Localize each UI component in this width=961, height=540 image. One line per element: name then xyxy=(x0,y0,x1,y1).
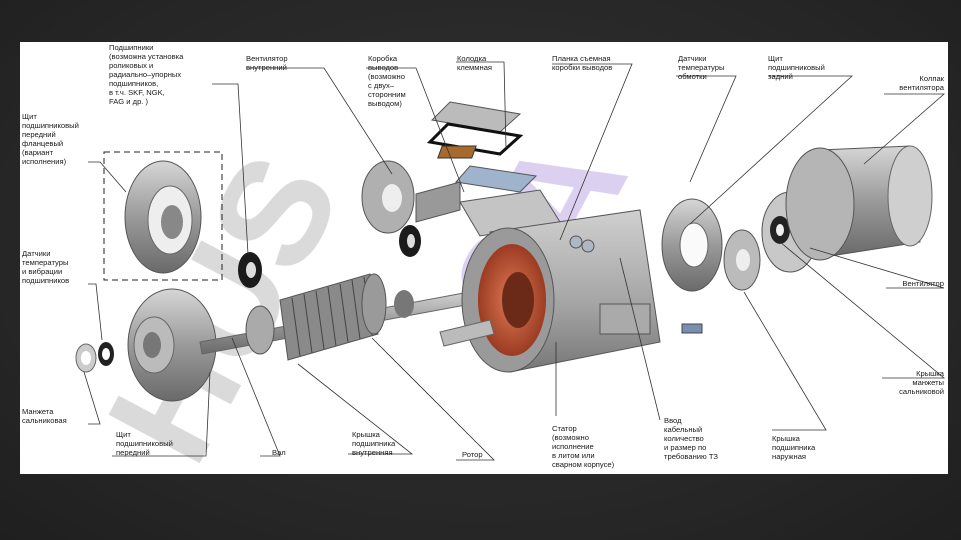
diagram-panel: HUS 2A xyxy=(20,42,948,474)
flange-variant-box xyxy=(103,151,223,281)
label-bearing-sensors: Датчики температуры и вибрации подшипник… xyxy=(22,249,70,285)
label-fan-cowl: Колпак вентилятора xyxy=(899,74,944,92)
seal-washers xyxy=(75,342,114,373)
label-box-plate: Планка съемная коробки выводов xyxy=(552,54,613,72)
label-winding-sensors: Датчики температуры обмотки xyxy=(678,54,725,81)
rotor xyxy=(245,273,414,361)
motor-exploded-view: HUS 2A xyxy=(75,61,946,474)
label-terminal-block: Колодка клеммная xyxy=(457,54,493,72)
label-terminal-box: Коробка выводов (возможно с двух– сторон… xyxy=(368,54,406,108)
label-front-shield: Щит подшипниковый передний xyxy=(116,430,173,457)
nameplate xyxy=(681,323,703,334)
label-seal-cover: Крышка манжеты сальниковой xyxy=(899,369,944,396)
inner-fan xyxy=(361,160,415,234)
label-fan: Вентилятор xyxy=(902,279,944,288)
label-front-shield-flange: Щит подшипниковый передний фланцевый (ва… xyxy=(22,112,79,166)
bearing-front xyxy=(238,252,262,288)
terminal-box-parts xyxy=(415,101,561,237)
label-bearings: Подшипники (возможна установка роликовых… xyxy=(109,43,184,106)
label-cable-entry: Ввод кабельный количество и размер по тр… xyxy=(664,416,718,461)
label-shaft: Вал xyxy=(272,448,286,457)
bearing-inner xyxy=(399,225,421,257)
rear-shield xyxy=(661,198,723,292)
label-inner-fan: Вентилятор внутренний xyxy=(246,54,288,72)
leader-lines xyxy=(83,61,946,461)
outer-bearing-cover xyxy=(723,229,761,291)
label-rotor: Ротор xyxy=(462,450,483,459)
label-rear-shield: Щит подшипниковый задний xyxy=(768,54,825,81)
label-stator: Статор (возможно исполнение в литом или … xyxy=(552,424,615,469)
stator xyxy=(439,209,661,373)
label-seal-cuff: Манжета сальниковая xyxy=(22,407,67,425)
fan-cowl xyxy=(785,145,933,261)
label-inner-cover: Крышка подшипника внутренняя xyxy=(352,430,396,457)
front-flange-shield xyxy=(124,160,202,274)
label-outer-cover: Крышка подшипника наружная xyxy=(772,434,816,461)
